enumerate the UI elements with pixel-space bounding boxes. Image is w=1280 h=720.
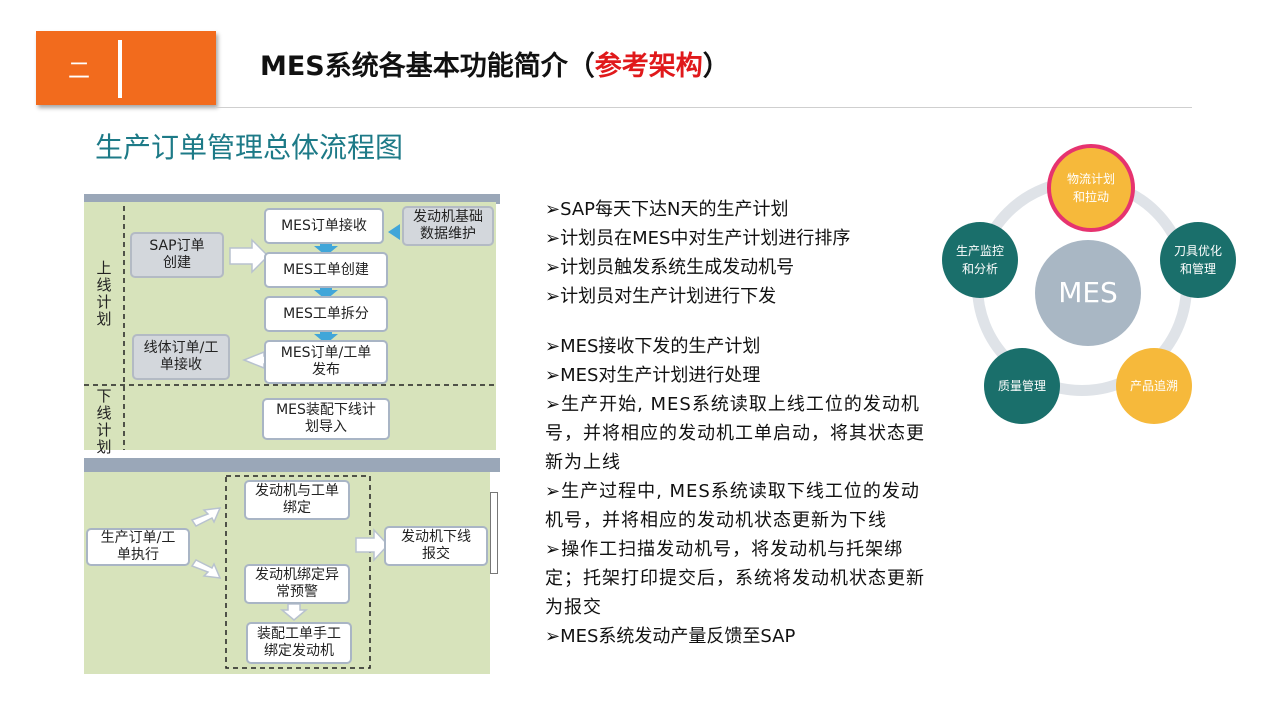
flow-top-lines	[84, 206, 496, 450]
lane-label-lower: 下线计划	[96, 387, 112, 456]
arrow-down-3	[314, 328, 338, 344]
mes-diagram: MES 物流计划和拉动 刀具优化和管理 产品追溯 质量管理 生产监控和分析	[940, 140, 1240, 430]
page-title: MES系统各基本功能简介（参考架构）	[260, 44, 730, 83]
node-quality: 质量管理	[984, 348, 1060, 424]
arrow-left	[388, 224, 400, 240]
box-engine-master-data: 发动机基础数据维护	[402, 206, 494, 246]
box-manual-bind: 装配工单手工绑定发动机	[246, 622, 352, 664]
flow-bottom-lines	[190, 475, 390, 669]
arrow-down-right	[190, 559, 222, 579]
bullet-item: ➢计划员触发系统生成发动机号	[545, 257, 795, 278]
section-divider	[118, 40, 122, 98]
bullet-item: ➢计划员对生产计划进行下发	[545, 286, 777, 307]
lane-label-upper: 上线计划	[96, 259, 112, 328]
node-logistics: 物流计划和拉动	[1047, 144, 1135, 232]
box-mes-order-release: MES订单/工单发布	[264, 340, 388, 384]
box-engine-workorder-bind: 发动机与工单绑定	[244, 480, 350, 520]
panel-bottom-scrollbar[interactable]	[490, 492, 498, 574]
title-main: MES系统各基本功能简介（	[260, 51, 595, 82]
bullet-item: ➢MES接收下发的生产计划	[545, 336, 761, 357]
box-sap-order-create: SAP订单创建	[130, 232, 224, 278]
box-assembly-offline-import: MES装配下线计划导入	[262, 398, 390, 440]
arrow-down-alert	[279, 603, 309, 621]
arrow-to-offline	[355, 528, 390, 562]
flow-panel-bottom: 生产订单/工单执行 发动机与工单绑定 发动机下线报交 发动机绑定异常预警 装配工…	[84, 458, 500, 674]
node-traceability: 产品追溯	[1116, 348, 1192, 424]
arrow-up-right	[190, 507, 222, 527]
panel-top-border	[84, 194, 500, 204]
node-tooling: 刀具优化和管理	[1160, 222, 1236, 298]
mes-center: MES	[1035, 240, 1141, 346]
arrow-down-2	[314, 284, 338, 300]
flow-panel-top: 上线计划 下线计划 MES订单接收 发动机基础数据维护 SAP订单创建 MES工…	[84, 194, 500, 456]
box-order-execute: 生产订单/工单执行	[86, 528, 190, 566]
panel-bottom-border	[84, 458, 500, 472]
flow-subtitle: 生产订单管理总体流程图	[95, 131, 404, 164]
bullet-item: ➢计划员在MES中对生产计划进行排序	[545, 228, 851, 249]
header-divider	[216, 107, 1192, 108]
arrow-down-1	[314, 240, 338, 256]
box-mes-workorder-split: MES工单拆分	[264, 296, 388, 332]
bullet-gap	[545, 311, 925, 332]
box-mes-order-receive: MES订单接收	[264, 208, 384, 244]
bullet-item: ➢MES系统发动产量反馈至SAP	[545, 626, 796, 647]
box-mes-workorder-create: MES工单创建	[264, 252, 388, 288]
box-line-order-receive: 线体订单/工单接收	[132, 334, 230, 380]
box-bind-alert: 发动机绑定异常预警	[244, 564, 350, 604]
node-monitoring: 生产监控和分析	[942, 222, 1018, 298]
bullet-item: ➢SAP每天下达N天的生产计划	[545, 199, 789, 220]
title-accent: 参考架构	[594, 51, 703, 82]
bullet-item: ➢生产开始, MES系统读取上线工位的发动机号，并将相应的发动机工单启动，将其状…	[545, 394, 925, 473]
arrow-right	[229, 238, 270, 274]
bullet-item: ➢MES对生产计划进行处理	[545, 365, 761, 386]
bullet-item: ➢操作工扫描发动机号，将发动机与托架绑定；托架打印提交后，系统将发动机状态更新为…	[545, 539, 925, 618]
section-badge	[36, 31, 216, 105]
box-offline-report: 发动机下线报交	[384, 526, 488, 566]
title-end: ）	[702, 51, 730, 82]
bullet-item: ➢生产过程中, MES系统读取下线工位的发动机号，并将相应的发动机状态更新为下线	[545, 481, 920, 531]
section-number: 二	[68, 59, 91, 84]
bullet-list: ➢SAP每天下达N天的生产计划 ➢计划员在MES中对生产计划进行排序 ➢计划员触…	[545, 195, 925, 651]
